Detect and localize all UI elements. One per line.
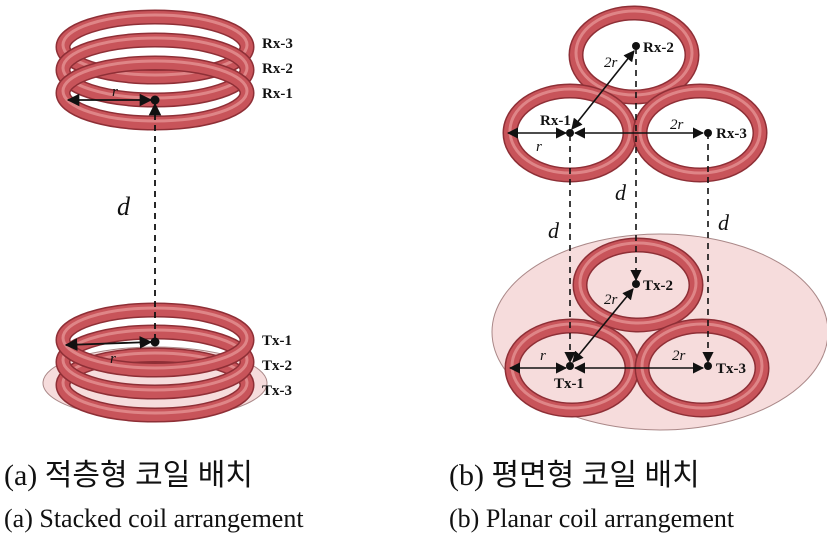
planar-distance-label-2: d [615,180,627,205]
rx3-label: Rx-3 [262,36,293,52]
tx-radius-label-planar: r [540,348,546,364]
tx-coil-3 [55,347,255,423]
tx-center-dot [150,337,160,347]
stacked-distance-label: d [117,192,131,221]
rx1-label-planar: Rx-1 [540,113,571,129]
tx3-center-dot [704,362,712,370]
rx1-label: Rx-1 [262,86,293,102]
tx1-label-planar: Tx-1 [554,376,584,392]
tx-coil-top-planar [572,237,704,333]
tx2-label: Tx-2 [262,358,292,374]
tx3-label: Tx-3 [262,383,292,399]
rx-coil-1 [55,55,255,131]
rx1-center-dot [566,129,574,137]
rx-radius-label: r [112,84,118,100]
rx-radius-label-planar: r [536,139,542,155]
tx2-center-dot [632,280,640,288]
planar-arrangement: Rx-1 Rx-2 Rx-3 Tx-1 Tx-2 Tx-3 r r 2r 2r … [491,5,827,431]
tx-spacing-label-horizontal: 2r [672,348,686,364]
tx-spacing-arrow-diagonal [572,288,634,363]
tx-radius-label: r [110,351,116,367]
tx-coil-1 [55,302,255,378]
rx2-label-planar: Rx-2 [643,40,674,56]
caption-planar-korean: (b) 평면형 코일 배치 [449,459,700,492]
tx-radius-arrow [64,336,153,351]
tx2-label-planar: Tx-2 [643,278,673,294]
rx3-label-planar: Rx-3 [716,126,747,142]
rx-coil-top-planar [568,5,700,105]
rx-spacing-arrow-diagonal [571,50,635,130]
tx-spacing-label-diagonal: 2r [604,292,618,308]
coil-arrangement-diagram: r r d Rx-3 Rx-2 Rx-1 Tx-1 Tx-2 Tx-3 [42,5,827,431]
rx-coil-3 [55,9,255,85]
rx3-center-dot [704,129,712,137]
tx1-center-dot [566,362,574,370]
tx-coil-2 [55,324,255,400]
caption-stacked-english: (a) Stacked coil arrangement [4,504,304,533]
tx-coil-stack [55,302,255,423]
caption-stacked-korean: (a) 적층형 코일 배치 [4,459,253,492]
rx2-center-dot [632,42,640,50]
rx-coil-stack [55,9,255,131]
rx2-label: Rx-2 [262,61,293,77]
caption-planar-english: (b) Planar coil arrangement [449,504,735,533]
rx-center-dot [150,95,160,105]
planar-distance-label-3: d [718,210,730,235]
stacked-arrangement: r r d Rx-3 Rx-2 Rx-1 Tx-1 Tx-2 Tx-3 [42,9,293,423]
rx-spacing-label-diagonal: 2r [604,55,618,71]
tx1-label: Tx-1 [262,333,292,349]
tx3-label-planar: Tx-3 [716,361,746,377]
rx-spacing-label-horizontal: 2r [670,117,684,133]
planar-distance-label-1: d [548,218,560,243]
